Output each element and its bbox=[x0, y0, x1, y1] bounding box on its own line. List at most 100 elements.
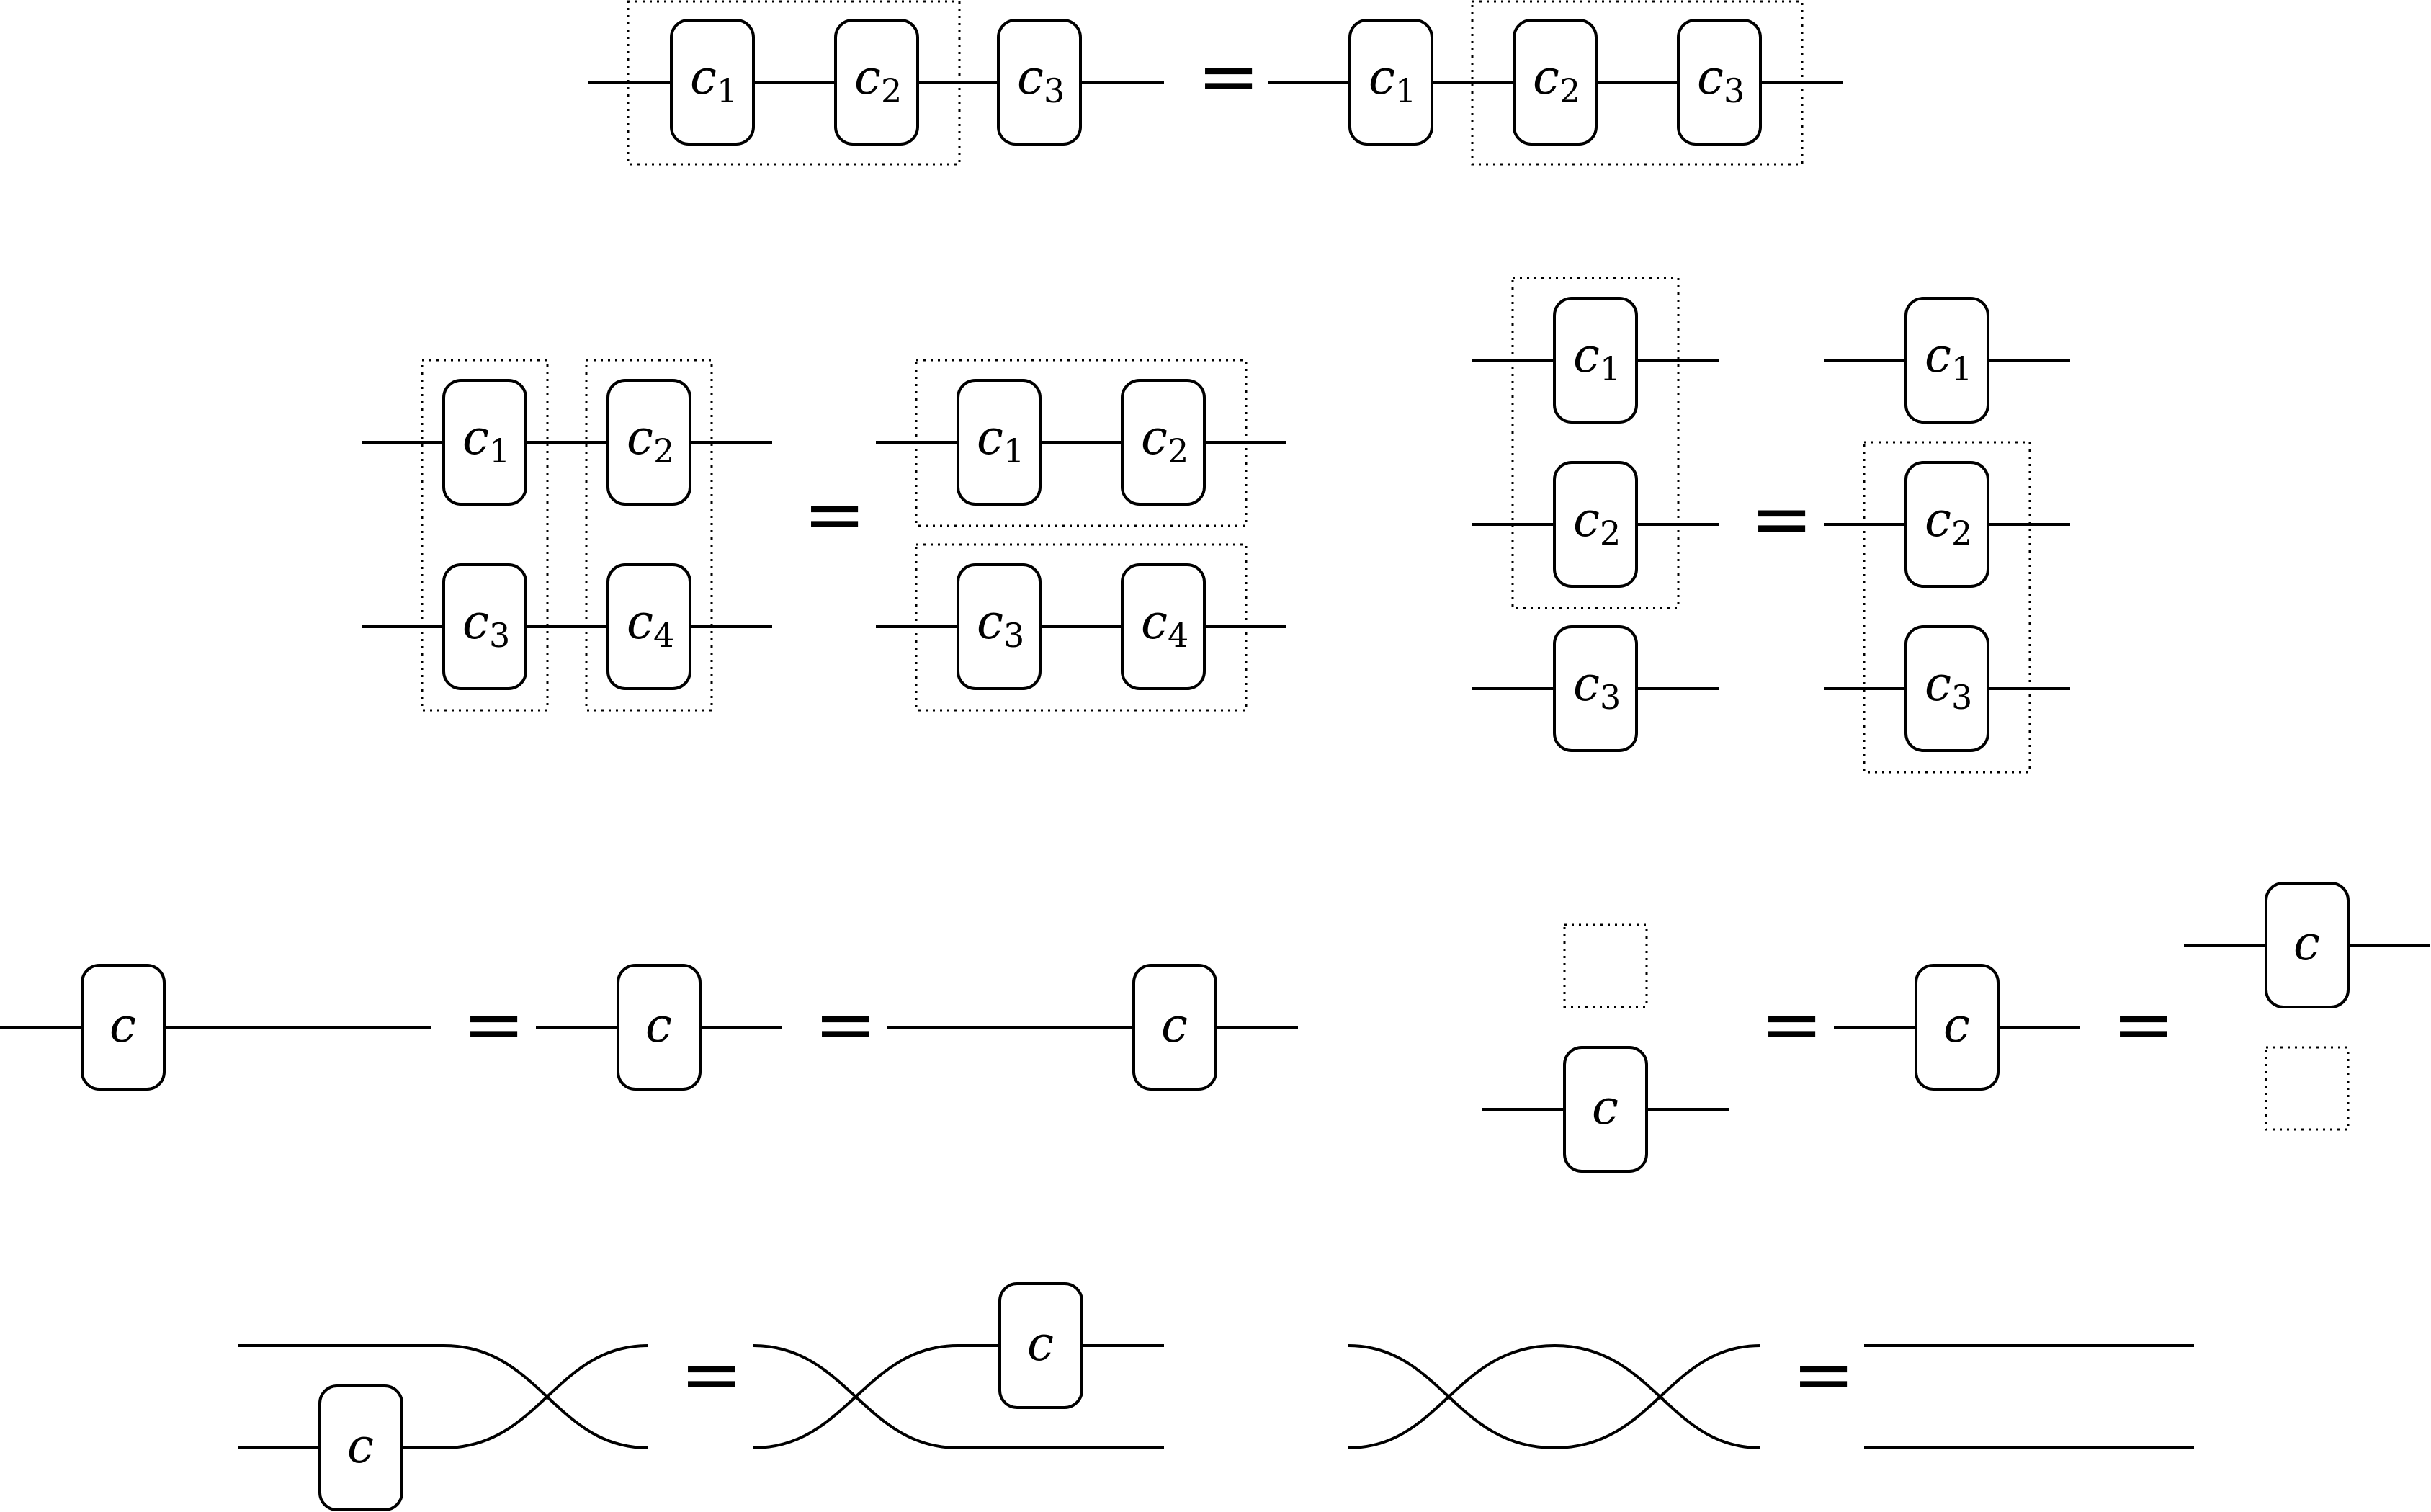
box-label: c bbox=[1592, 1080, 1619, 1135]
equals-sign: = bbox=[814, 980, 877, 1068]
empty-diagram bbox=[2265, 1046, 2350, 1131]
box-label: c bbox=[1697, 50, 1724, 105]
equation-parallel-unit: c = c = c bbox=[1482, 882, 2430, 1173]
box-c3: c 3 bbox=[1677, 19, 1762, 146]
box-c2: c 2 bbox=[1121, 379, 1206, 506]
dotted-frame bbox=[915, 543, 1248, 712]
box-subscript: 2 bbox=[653, 431, 674, 470]
dotted-frame bbox=[627, 0, 961, 166]
box-subscript: 3 bbox=[1044, 71, 1065, 110]
equation-associativity: c 1 c 2 c 3 = c 1 c 2 bbox=[588, 0, 1843, 166]
box-c2: c 2 bbox=[1904, 461, 1989, 588]
box-label: c bbox=[977, 410, 1003, 465]
equals-sign: = bbox=[1760, 980, 1823, 1068]
box-c1: c 1 bbox=[1904, 297, 1989, 424]
box-label: c bbox=[462, 410, 489, 465]
crossing-wire bbox=[753, 1344, 959, 1449]
box-label: c bbox=[1141, 410, 1168, 465]
box-c: c bbox=[1915, 964, 2000, 1091]
box-subscript: 1 bbox=[1600, 349, 1621, 388]
box-label: c bbox=[1573, 328, 1600, 383]
box-c4: c 4 bbox=[606, 563, 691, 690]
box-c: c bbox=[318, 1384, 403, 1511]
box-label: c bbox=[1925, 492, 1951, 547]
box-subscript: 2 bbox=[881, 71, 902, 110]
box-subscript: 1 bbox=[1395, 71, 1416, 110]
box-label: c bbox=[627, 410, 653, 465]
box-c: c bbox=[81, 964, 166, 1091]
equation-interchange: c 1 c 2 c 3 c 4 = c 1 bbox=[362, 359, 1286, 712]
box-c3: c 3 bbox=[997, 19, 1082, 146]
box-label: c bbox=[977, 594, 1003, 650]
box-c3: c 3 bbox=[442, 563, 527, 690]
box-subscript: 2 bbox=[1168, 431, 1188, 470]
box-label: c bbox=[109, 998, 136, 1053]
box-subscript: 2 bbox=[1951, 514, 1972, 553]
box-c3: c 3 bbox=[957, 563, 1042, 690]
box-c: c bbox=[2265, 882, 2350, 1008]
dotted-frame bbox=[915, 359, 1248, 527]
box-label: c bbox=[1573, 656, 1600, 712]
equation-sequential-unit: c = c = c bbox=[0, 964, 1298, 1091]
box-c4: c 4 bbox=[1121, 563, 1206, 690]
crossing-wire bbox=[1348, 1344, 1555, 1449]
box-label: c bbox=[1141, 594, 1168, 650]
box-subscript: 2 bbox=[1600, 514, 1621, 553]
box-subscript: 3 bbox=[1600, 678, 1621, 717]
box-c2: c 2 bbox=[1553, 461, 1638, 588]
equation-swap-involution: = bbox=[1348, 1330, 2194, 1449]
box-label: c bbox=[347, 1418, 374, 1474]
crossing-wire bbox=[1554, 1344, 1761, 1449]
equals-sign: = bbox=[1792, 1330, 1855, 1418]
box-subscript: 1 bbox=[1003, 431, 1024, 470]
box-label: c bbox=[645, 998, 672, 1053]
box-label: c bbox=[627, 594, 653, 650]
box-c1: c 1 bbox=[957, 379, 1042, 506]
box-c1: c 1 bbox=[1553, 297, 1638, 424]
box-label: c bbox=[854, 50, 881, 105]
crossing-wire bbox=[443, 1344, 649, 1449]
crossing-wire bbox=[1348, 1344, 1555, 1449]
box-label: c bbox=[2293, 916, 2320, 971]
box-c: c bbox=[1132, 964, 1217, 1091]
box-label: c bbox=[1369, 50, 1395, 105]
equals-sign: = bbox=[1197, 32, 1260, 120]
box-c: c bbox=[998, 1282, 1083, 1409]
box-subscript: 3 bbox=[1951, 678, 1972, 717]
equals-sign: = bbox=[803, 470, 866, 558]
box-c3: c 3 bbox=[1553, 625, 1638, 752]
box-label: c bbox=[690, 50, 717, 105]
box-label: c bbox=[1925, 328, 1951, 383]
box-subscript: 3 bbox=[489, 616, 510, 655]
equation-swap-naturality: c = c bbox=[238, 1282, 1164, 1511]
box-label: c bbox=[1161, 998, 1188, 1053]
box-subscript: 3 bbox=[1003, 616, 1024, 655]
dotted-frame bbox=[1863, 441, 2031, 774]
box-subscript: 4 bbox=[653, 616, 674, 655]
equation-parallel-associativity: c 1 c 2 c 3 = c 1 c 2 bbox=[1472, 277, 2070, 774]
dotted-frame bbox=[1511, 277, 1680, 609]
box-subscript: 3 bbox=[1724, 71, 1745, 110]
box-label: c bbox=[1017, 50, 1044, 105]
empty-diagram bbox=[1563, 923, 1648, 1008]
box-c: c bbox=[1563, 1046, 1648, 1173]
box-c3: c 3 bbox=[1904, 625, 1989, 752]
box-c1: c 1 bbox=[442, 379, 527, 506]
box-subscript: 1 bbox=[1951, 349, 1972, 388]
dotted-frame bbox=[1471, 0, 1804, 166]
box-c2: c 2 bbox=[1513, 19, 1598, 146]
box-label: c bbox=[1943, 998, 1970, 1053]
crossing-wire bbox=[1554, 1344, 1761, 1449]
equals-sign: = bbox=[2112, 980, 2175, 1068]
box-c2: c 2 bbox=[606, 379, 691, 506]
box-subscript: 2 bbox=[1559, 71, 1580, 110]
box-label: c bbox=[1925, 656, 1951, 712]
box-label: c bbox=[1573, 492, 1600, 547]
box-label: c bbox=[1533, 50, 1559, 105]
box-subscript: 1 bbox=[717, 71, 738, 110]
box-c: c bbox=[617, 964, 702, 1091]
box-label: c bbox=[1027, 1316, 1054, 1372]
box-c2: c 2 bbox=[834, 19, 919, 146]
box-c1: c 1 bbox=[670, 19, 755, 146]
